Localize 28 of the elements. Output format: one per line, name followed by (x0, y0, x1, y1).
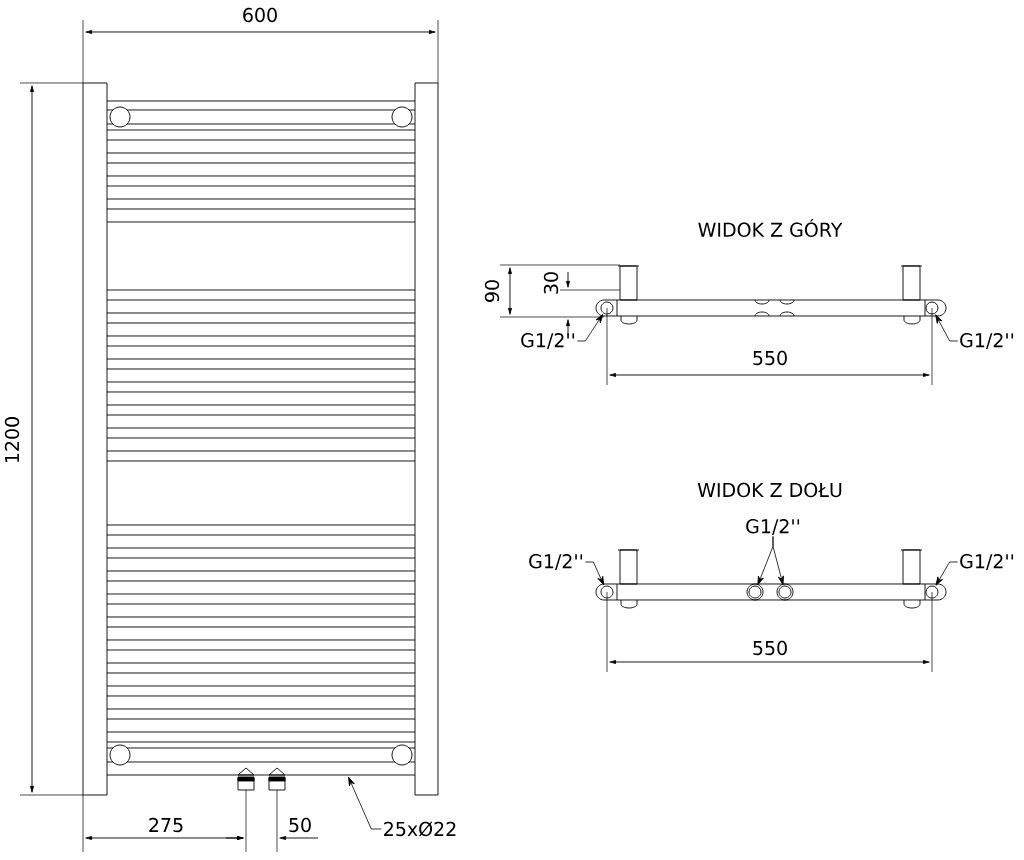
connection-port (778, 585, 792, 599)
leader-line (935, 314, 959, 342)
callout-label: 25xØ22 (384, 821, 456, 837)
leader-line (576, 314, 604, 342)
leader-line (772, 536, 784, 585)
dimension-value: 600 (243, 7, 277, 23)
view-title: WIDOK Z DOŁU (697, 482, 842, 498)
connection-port (748, 585, 762, 599)
dimension-value: 1200 (4, 417, 20, 463)
connection-port (600, 585, 614, 599)
dimension-value: 550 (753, 350, 787, 366)
leader-line (935, 561, 959, 586)
callout-label: G1/2'' (960, 333, 1014, 349)
callout-label: G1/2'' (529, 554, 583, 570)
connection-port (600, 301, 614, 315)
dimension-value: 550 (753, 640, 787, 656)
callout-label: G1/2'' (746, 519, 800, 535)
leader-line (584, 561, 605, 586)
dimension-value: 275 (149, 817, 183, 833)
callout-label: G1/2'' (960, 554, 1014, 570)
dimension-value: 30 (543, 272, 559, 294)
view-title: WIDOK Z GÓRY (698, 219, 843, 237)
callout-label: G1/2'' (521, 333, 575, 349)
connection-port (925, 301, 939, 315)
leader-line (348, 776, 382, 830)
connection-port (925, 585, 939, 599)
dimension-value: 90 (484, 280, 500, 302)
dimension-value: 50 (289, 817, 311, 833)
